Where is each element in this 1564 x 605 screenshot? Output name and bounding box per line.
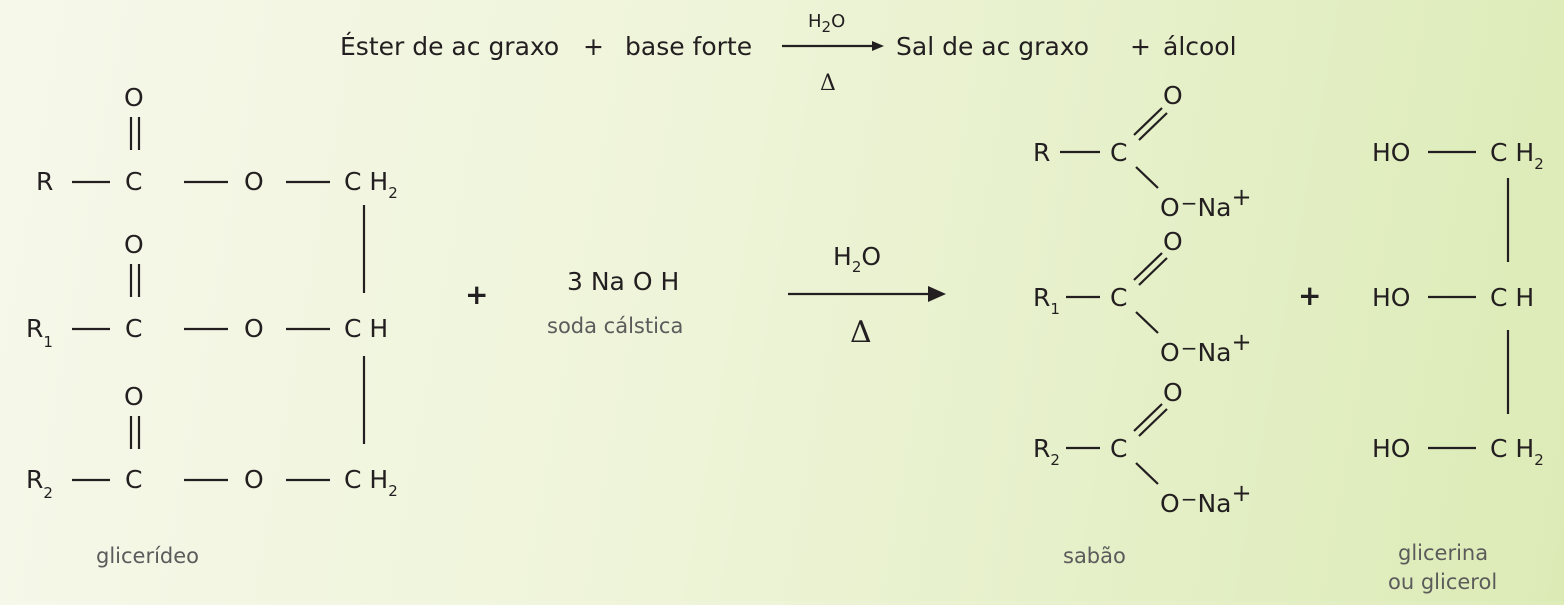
header-plus2: + (1130, 32, 1151, 61)
soap-structure: R C O O−Na+ R1 C O O−Na+ R2 C O O−Na+ sa… (1033, 81, 1252, 568)
header-condition-top: H2O (808, 11, 845, 36)
soap-c-1: C (1110, 138, 1127, 167)
header-product1: Sal de ac graxo (896, 32, 1089, 61)
ester-o-3: O (244, 465, 264, 494)
glycerin-ho-1: HO (1372, 138, 1410, 167)
carbon-1: C (125, 167, 142, 196)
glycerin-ho-3: HO (1372, 434, 1410, 463)
soap-carboxylate-2: O−Na+ (1160, 328, 1252, 367)
reagent-name: soda cálstica (547, 314, 683, 338)
reagent-formula: 3 Na O H (567, 267, 679, 296)
header-condition-bottom: Δ (820, 71, 836, 96)
header-equation: Éster de ac graxo + base forte H2O Δ Sal… (340, 11, 1237, 96)
r-group-1: R (36, 167, 53, 196)
soap-label: sabão (1063, 544, 1126, 568)
glycerin-ch-middle: C H (1490, 283, 1534, 312)
soap-carboxylate-3: O−Na+ (1160, 479, 1252, 518)
plus-sign-1: + (465, 278, 488, 311)
glyceride-structure: O R C O C H2 O R1 C O C H O R2 C O C H2 … (26, 83, 398, 568)
header-product2: álcool (1163, 32, 1237, 61)
ch2-top: C H2 (344, 167, 398, 202)
soap-o-1: O (1163, 81, 1183, 110)
glycerin-ch2-top: C H2 (1490, 138, 1544, 173)
carbonyl-o-1: O (124, 83, 144, 112)
carbonyl-o-2: O (124, 230, 144, 259)
r-group-3: R2 (26, 465, 53, 502)
carbonyl-o-3: O (124, 382, 144, 411)
carbon-3: C (125, 465, 142, 494)
soap-r-2: R1 (1033, 283, 1060, 318)
glycerin-structure: HO C H2 HO C H HO C H2 glicerina ou glic… (1372, 138, 1544, 594)
soap-r-3: R2 (1033, 434, 1060, 469)
glycerin-label-line1: glicerina (1398, 541, 1488, 565)
carbon-2: C (125, 314, 142, 343)
arrow-condition-top: H2O (833, 242, 881, 276)
glyceride-label: glicerídeo (96, 544, 199, 568)
header-plus1: + (583, 32, 604, 61)
soap-c-2: C (1110, 283, 1127, 312)
ch2-bottom: C H2 (344, 465, 398, 500)
ester-o-1: O (244, 167, 264, 196)
glycerin-ho-2: HO (1372, 283, 1410, 312)
soap-o-3: O (1163, 378, 1183, 407)
plus-sign-2: + (1298, 279, 1321, 312)
glycerin-ch2-bottom: C H2 (1490, 434, 1544, 469)
header-reactant1: Éster de ac graxo (340, 32, 559, 61)
ester-o-2: O (244, 314, 264, 343)
soap-o-2: O (1163, 227, 1183, 256)
reaction-arrow: H2O Δ (788, 242, 946, 350)
glycerin-label-line2: ou glicerol (1388, 570, 1497, 594)
header-arrow (782, 41, 884, 51)
soap-carboxylate-1: O−Na+ (1160, 183, 1252, 222)
r-group-2: R1 (26, 314, 53, 351)
header-reactant2: base forte (625, 32, 752, 61)
ch-middle: C H (344, 314, 388, 343)
soap-r-1: R (1033, 138, 1050, 167)
arrow-condition-bottom: Δ (850, 315, 872, 350)
soap-c-3: C (1110, 434, 1127, 463)
